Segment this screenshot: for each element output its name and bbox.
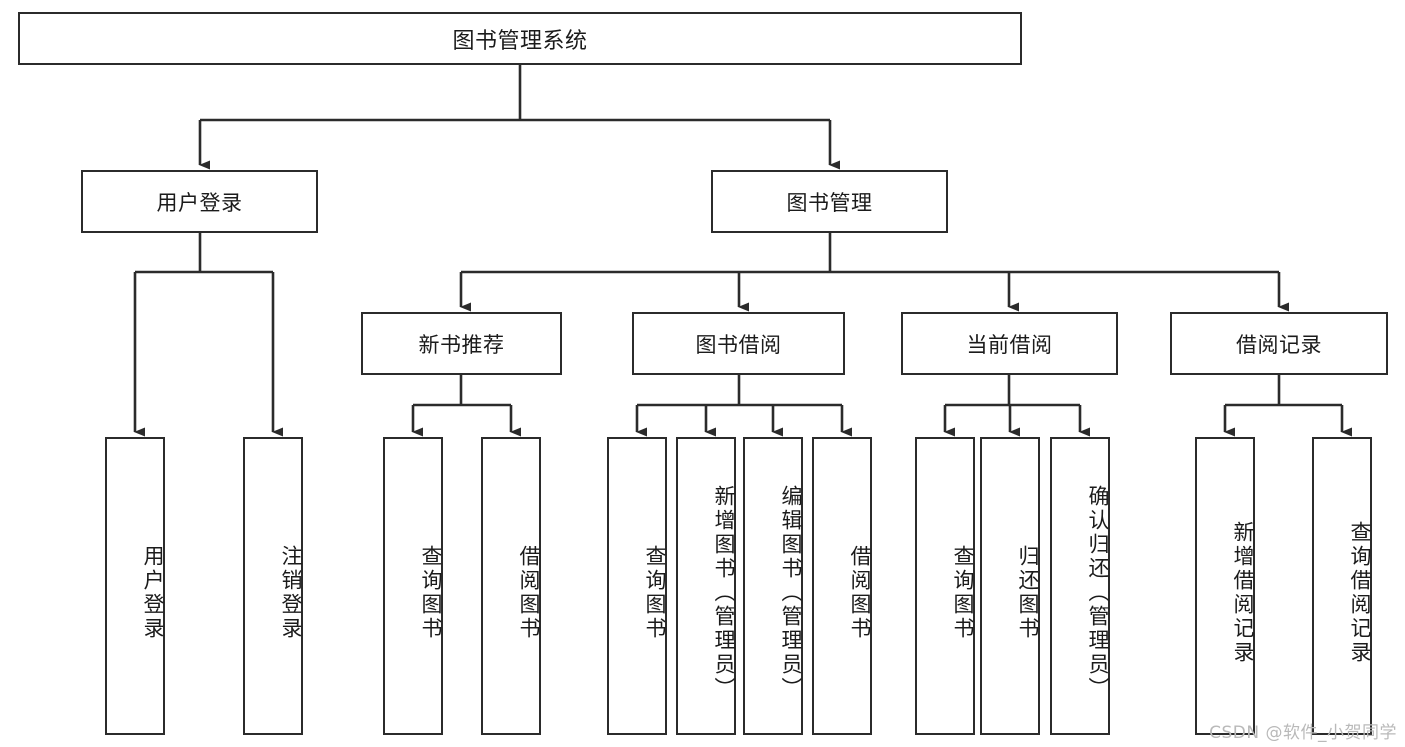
node-label: 用户登录 (141, 545, 165, 641)
leaf-user-login[interactable]: 用户登录 (105, 437, 165, 735)
node-label: 图书管理系统 (452, 28, 588, 54)
node-user-login[interactable]: 用户登录 (81, 170, 318, 233)
node-label: 新增借阅记录 (1231, 521, 1255, 665)
node-label: 编辑图书（管理员） (779, 485, 803, 701)
node-label: 查询图书 (643, 545, 667, 641)
leaf-query-borrow-record[interactable]: 查询借阅记录 (1312, 437, 1372, 735)
node-book-borrow[interactable]: 图书借阅 (632, 312, 845, 375)
node-label: 新增图书（管理员） (712, 485, 736, 701)
leaf-query-book-recommend[interactable]: 查询图书 (383, 437, 443, 735)
leaf-borrow-book[interactable]: 借阅图书 (812, 437, 872, 735)
node-borrow-record[interactable]: 借阅记录 (1170, 312, 1388, 375)
node-label: 借阅记录 (1236, 332, 1322, 357)
node-label: 图书借阅 (695, 332, 782, 357)
leaf-return-book[interactable]: 归还图书 (980, 437, 1040, 735)
node-label: 图书管理 (786, 190, 873, 215)
node-label: 确认归还（管理员） (1086, 485, 1110, 701)
leaf-user-logout[interactable]: 注销登录 (243, 437, 303, 735)
leaf-edit-book-admin[interactable]: 编辑图书（管理员） (743, 437, 803, 735)
node-label: 新书推荐 (418, 332, 505, 357)
node-label: 归还图书 (1016, 545, 1040, 641)
node-root-system[interactable]: 图书管理系统 (18, 12, 1022, 65)
node-label: 注销登录 (279, 545, 303, 641)
node-label: 查询借阅记录 (1348, 521, 1372, 665)
node-book-management[interactable]: 图书管理 (711, 170, 948, 233)
leaf-borrow-book-recommend[interactable]: 借阅图书 (481, 437, 541, 735)
node-label: 借阅图书 (517, 545, 541, 641)
node-label: 查询图书 (951, 545, 975, 641)
node-new-book-recommend[interactable]: 新书推荐 (361, 312, 562, 375)
leaf-confirm-return-admin[interactable]: 确认归还（管理员） (1050, 437, 1110, 735)
node-label: 用户登录 (156, 190, 243, 215)
node-current-borrow[interactable]: 当前借阅 (901, 312, 1118, 375)
leaf-add-book-admin[interactable]: 新增图书（管理员） (676, 437, 736, 735)
node-label: 查询图书 (419, 545, 443, 641)
watermark-text: CSDN @软件_小贺同学 (1209, 723, 1397, 743)
leaf-query-book-borrow[interactable]: 查询图书 (607, 437, 667, 735)
node-label: 借阅图书 (848, 545, 872, 641)
node-label: 当前借阅 (966, 332, 1053, 357)
leaf-add-borrow-record[interactable]: 新增借阅记录 (1195, 437, 1255, 735)
leaf-query-book-current[interactable]: 查询图书 (915, 437, 975, 735)
